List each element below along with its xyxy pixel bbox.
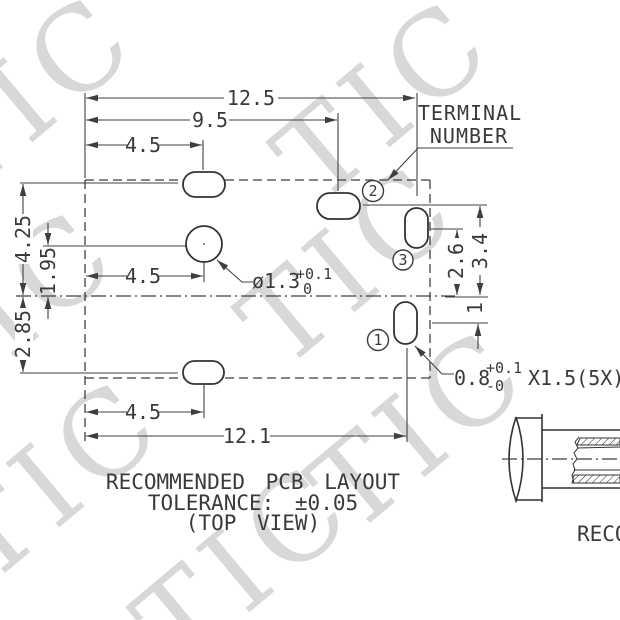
- terminal-3-balloon: [392, 249, 414, 271]
- pad-terminal-3: [404, 207, 429, 249]
- slot-tol-plus: +0.1: [486, 359, 522, 377]
- dim-right-lower: 1: [463, 302, 487, 314]
- dim-bottom-pitch: 4.5: [125, 400, 161, 424]
- pad-terminal-1: [393, 301, 418, 345]
- dim-top-mid: 9.5: [192, 108, 228, 132]
- pad-terminal-2: [316, 192, 361, 220]
- dim-mid-pitch: 4.5: [125, 264, 161, 288]
- slot-size-text: 0.8: [454, 366, 490, 390]
- extension-lines: [20, 93, 488, 442]
- dim-left-inner: 1.95: [36, 247, 60, 295]
- pcb-layout-view: 12.5 9.5 4.5 4.5 4.5 12.1 4.25: [11, 86, 620, 448]
- captions: RECOMMENDED PCB LAYOUT TOLERANCE: ±0.05 …: [106, 470, 401, 535]
- watermark-text: TIC: [0, 0, 163, 223]
- hole-leader-line: [216, 259, 253, 283]
- hole-tol-minus: 0: [303, 280, 312, 298]
- dim-right-inner: 2.6: [444, 243, 468, 279]
- caption-view: (TOP VIEW): [186, 511, 320, 535]
- pad-top-left: [182, 171, 226, 198]
- terminal-number-label-line1: TERMINAL: [418, 101, 522, 125]
- pin-hatch-bottom: [571, 474, 620, 484]
- dim-left-outer: 4.25: [11, 215, 35, 263]
- dim-right-outer: 3.4: [468, 233, 492, 269]
- terminal-3-number: 3: [398, 251, 407, 269]
- slot-size-callout: 0.8 +0.1 -0 X1.5(5X): [414, 345, 620, 395]
- terminal-number-callout: TERMINAL NUMBER 2 3 1: [361, 101, 522, 352]
- dim-bottom-overall: 12.1: [223, 424, 271, 448]
- terminal-2-balloon: [361, 179, 385, 203]
- dim-top-pitch: 4.5: [125, 133, 161, 157]
- hole-dia-text: ø1.3: [252, 269, 300, 293]
- terminal-leader-line: [387, 147, 513, 181]
- terminal-1-number: 1: [373, 331, 382, 349]
- slot-leader-line: [414, 345, 454, 375]
- side-view-caption-partial: RECO: [577, 522, 620, 546]
- hole-center-dot: [203, 243, 205, 245]
- terminal-2-number: 2: [368, 182, 377, 200]
- solder-pads: [182, 171, 429, 385]
- dim-left-lower: 2.85: [11, 310, 35, 358]
- hole-tol-plus: +0.1: [296, 265, 332, 283]
- pad-bottom-left: [182, 360, 225, 385]
- hole-diameter-callout: ø1.3 +0.1 0: [216, 259, 332, 298]
- dim-top-overall: 12.5: [227, 86, 275, 110]
- side-view: RECO: [502, 414, 620, 546]
- caption-title: RECOMMENDED PCB LAYOUT: [106, 470, 401, 494]
- dimensions: 12.5 9.5 4.5 4.5 4.5 12.1 4.25: [11, 86, 492, 448]
- terminal-1-balloon: [366, 328, 390, 352]
- terminal-number-label-line2: NUMBER: [430, 124, 508, 148]
- slot-tol-minus: -0: [486, 377, 504, 395]
- pin-hatch-top: [576, 437, 620, 446]
- caption-tolerance: TOLERANCE: ±0.05: [148, 491, 358, 515]
- slot-count-text: X1.5(5X): [528, 366, 620, 390]
- break-line-lens: [508, 416, 524, 504]
